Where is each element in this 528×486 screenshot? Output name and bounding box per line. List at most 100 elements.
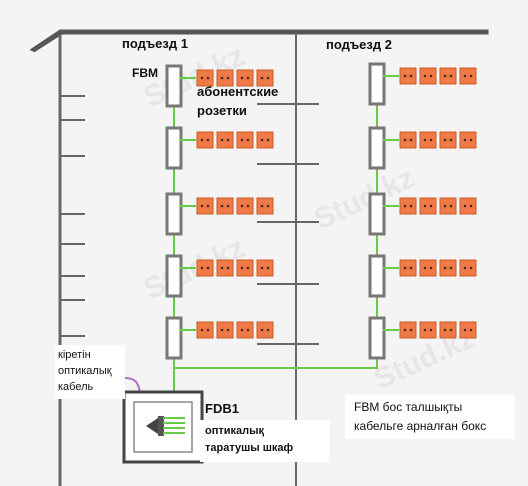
subscriber-socket	[216, 69, 234, 87]
subscriber-socket	[236, 197, 254, 215]
subscriber-socket	[419, 67, 437, 85]
socket-hole	[266, 138, 270, 142]
socket-hole	[403, 328, 407, 332]
subscriber-socket	[459, 197, 477, 215]
fbm-box	[368, 62, 386, 106]
socket-hole	[226, 328, 230, 332]
socket-hole	[423, 138, 427, 142]
subscriber-socket	[439, 197, 457, 215]
sockets-label-line-2: розетки	[197, 103, 247, 118]
socket-hole	[463, 138, 467, 142]
subscriber-socket	[399, 197, 417, 215]
socket-hole	[246, 76, 250, 80]
subscriber-socket	[216, 131, 234, 149]
socket-hole	[266, 76, 270, 80]
socket-hole	[260, 204, 264, 208]
subscriber-socket	[399, 131, 417, 149]
socket-hole	[200, 328, 204, 332]
splitter-body	[158, 416, 164, 436]
socket-hole	[463, 266, 467, 270]
socket-hole	[409, 74, 413, 78]
socket-hole	[403, 266, 407, 270]
socket-hole	[429, 138, 433, 142]
subscriber-socket	[216, 197, 234, 215]
socket-hole	[469, 266, 473, 270]
socket-hole	[429, 204, 433, 208]
subscriber-socket	[459, 67, 477, 85]
socket-hole	[449, 266, 453, 270]
fdb-label: FDB1	[205, 401, 239, 416]
socket-hole	[403, 74, 407, 78]
socket-hole	[423, 266, 427, 270]
note-line-1: FBM бос талшықты	[354, 400, 463, 414]
socket-hole	[240, 204, 244, 208]
socket-hole	[469, 328, 473, 332]
subscriber-socket	[399, 67, 417, 85]
fbm-box	[368, 316, 386, 360]
socket-hole	[443, 328, 447, 332]
socket-hole	[240, 266, 244, 270]
incoming-cable	[124, 377, 141, 393]
subscriber-socket	[196, 131, 214, 149]
fbm-box	[165, 254, 183, 298]
socket-hole	[260, 76, 264, 80]
socket-hole	[260, 266, 264, 270]
subscriber-socket	[236, 131, 254, 149]
socket-hole	[246, 266, 250, 270]
subscriber-socket	[439, 67, 457, 85]
socket-hole	[409, 266, 413, 270]
socket-hole	[449, 138, 453, 142]
socket-hole	[206, 204, 210, 208]
entrance-2-label: подъезд 2	[326, 37, 392, 52]
incoming-cable-label-line-2: оптикалық	[58, 365, 112, 377]
socket-hole	[429, 266, 433, 270]
subscriber-socket	[419, 259, 437, 277]
socket-hole	[443, 266, 447, 270]
subscriber-socket	[196, 69, 214, 87]
subscriber-socket	[439, 321, 457, 339]
socket-hole	[240, 328, 244, 332]
fbm-box	[165, 192, 183, 236]
socket-hole	[206, 328, 210, 332]
fbm-label: FBM	[132, 66, 158, 80]
socket-hole	[409, 328, 413, 332]
subscriber-socket	[419, 197, 437, 215]
socket-hole	[246, 204, 250, 208]
subscriber-socket	[236, 321, 254, 339]
socket-hole	[429, 328, 433, 332]
subscriber-socket	[399, 321, 417, 339]
fbm-box	[368, 192, 386, 236]
socket-hole	[220, 328, 224, 332]
subscriber-socket	[196, 321, 214, 339]
subscriber-socket	[459, 131, 477, 149]
socket-hole	[449, 74, 453, 78]
socket-hole	[266, 266, 270, 270]
socket-hole	[443, 74, 447, 78]
socket-hole	[260, 138, 264, 142]
socket-hole	[226, 138, 230, 142]
cabinet-label-line-1: оптикалық	[205, 425, 265, 437]
incoming-cable-label-line-3: кабель	[58, 381, 94, 393]
note-line-2: кабельге арналған бокс	[354, 419, 487, 433]
socket-hole	[469, 138, 473, 142]
socket-hole	[200, 76, 204, 80]
socket-hole	[226, 76, 230, 80]
socket-hole	[409, 204, 413, 208]
subscriber-socket	[419, 131, 437, 149]
socket-hole	[240, 138, 244, 142]
socket-hole	[423, 74, 427, 78]
fbm-box	[368, 126, 386, 170]
fbm-box	[165, 316, 183, 360]
socket-hole	[226, 204, 230, 208]
socket-hole	[443, 138, 447, 142]
socket-hole	[463, 328, 467, 332]
socket-hole	[449, 328, 453, 332]
splitter-icon	[146, 418, 158, 434]
subscriber-socket	[419, 321, 437, 339]
entrance-1-label: подъезд 1	[122, 36, 188, 51]
socket-hole	[226, 266, 230, 270]
subscriber-socket	[459, 321, 477, 339]
socket-hole	[220, 138, 224, 142]
